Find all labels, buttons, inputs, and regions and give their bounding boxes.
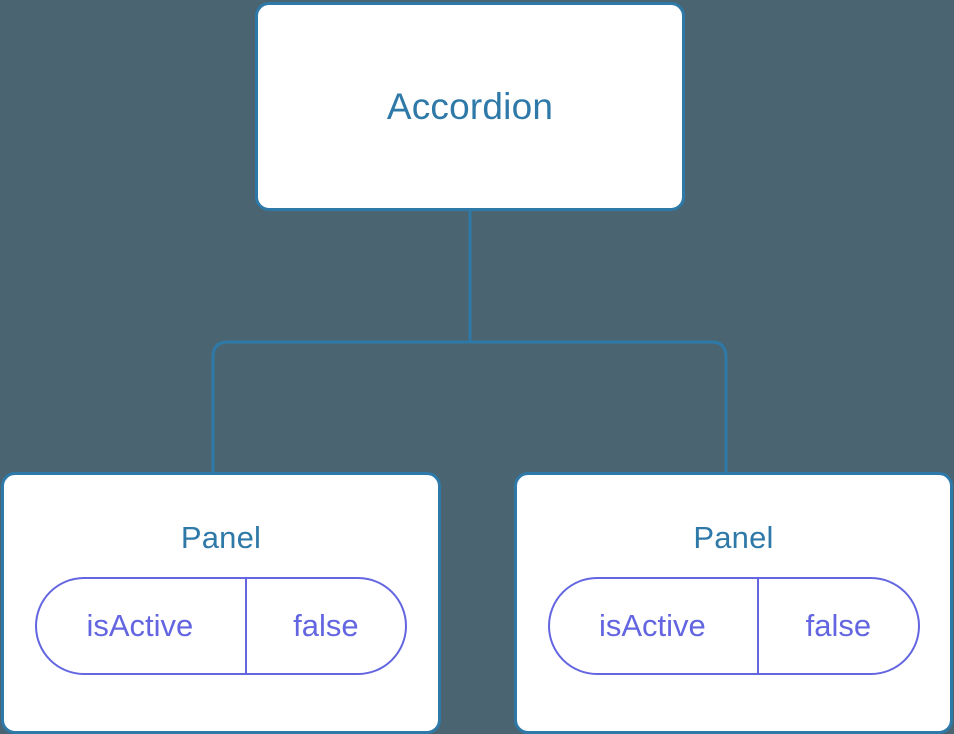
node-panel-2-label: Panel bbox=[693, 520, 774, 555]
connector-left-branch bbox=[211, 340, 470, 474]
node-panel-1[interactable]: Panel isActive false bbox=[1, 472, 441, 734]
connector-right-branch bbox=[470, 340, 728, 474]
state-key-panel-1: isActive bbox=[37, 579, 247, 673]
node-accordion[interactable]: Accordion bbox=[255, 2, 685, 211]
state-key-panel-2: isActive bbox=[550, 579, 760, 673]
state-pill-panel-1[interactable]: isActive false bbox=[35, 577, 407, 675]
state-value-panel-1: false bbox=[293, 608, 359, 643]
node-accordion-label: Accordion bbox=[386, 85, 554, 127]
state-value-panel-2: false bbox=[805, 608, 872, 643]
node-panel-1-label: Panel bbox=[180, 520, 262, 555]
state-pill-panel-2[interactable]: isActive false bbox=[547, 577, 920, 675]
node-panel-2[interactable]: Panel isActive false bbox=[514, 472, 953, 734]
